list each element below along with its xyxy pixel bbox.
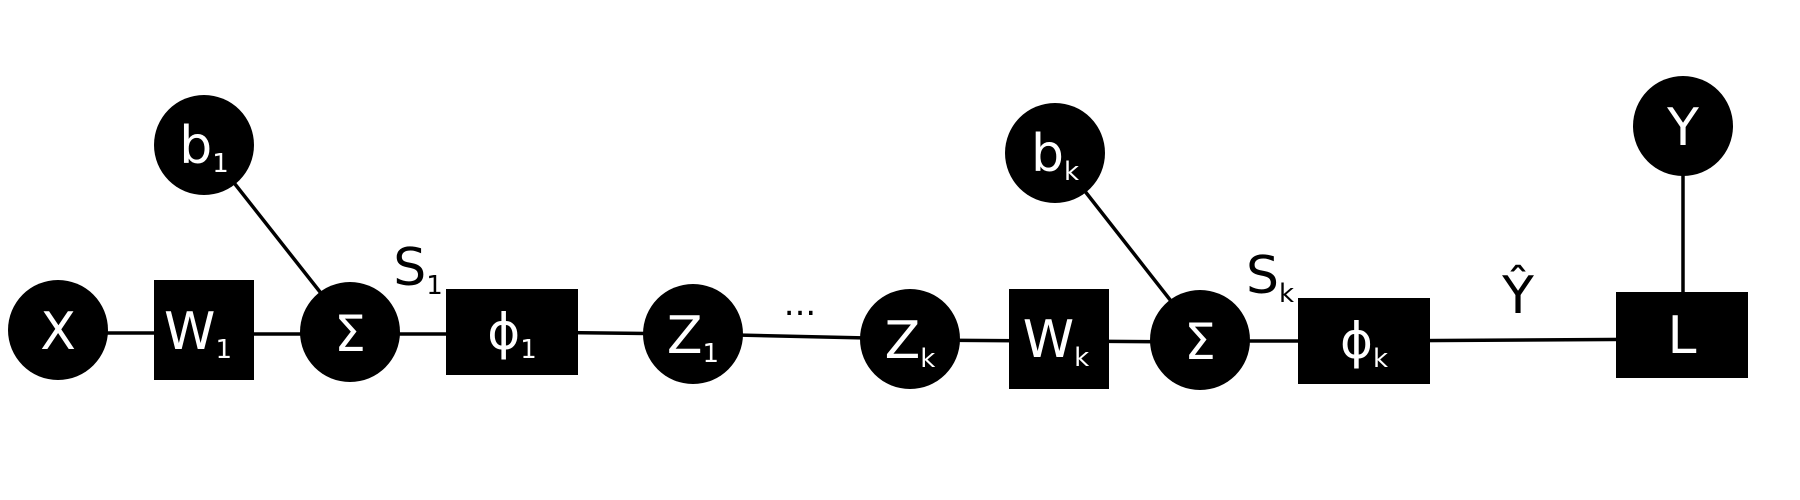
node-loss-shape	[1616, 292, 1748, 378]
node-wk-shape	[1009, 289, 1109, 389]
node-phik: ϕk	[1298, 298, 1430, 384]
edge-label-s1: S1	[393, 238, 443, 301]
node-sum1-label: Σ	[334, 305, 366, 363]
node-y: Y	[1633, 76, 1733, 176]
node-w1-main: W	[164, 302, 215, 362]
node-bk-shape	[1005, 103, 1105, 203]
node-w1-shape	[154, 280, 254, 380]
node-b1-sub: 1	[212, 149, 229, 179]
node-sumk: Σ	[1150, 290, 1250, 390]
node-sum1: Σ	[300, 282, 400, 382]
node-b1-main: b	[179, 116, 212, 176]
node-wk-label: Wk	[1023, 310, 1089, 373]
node-zk-label: Zk	[885, 311, 936, 374]
node-sumk-label: Σ	[1184, 313, 1216, 371]
node-w1-label: W1	[164, 302, 232, 365]
node-phi1: ϕ1	[446, 289, 578, 375]
node-wk: Wk	[1009, 289, 1109, 389]
node-phik-label: ϕk	[1340, 312, 1388, 374]
node-loss: L	[1616, 292, 1748, 378]
node-zk: Zk	[860, 289, 960, 389]
node-w1: W1	[154, 280, 254, 380]
node-bk-sub: k	[1064, 157, 1079, 187]
node-phi1-label: ϕ1	[487, 303, 537, 365]
node-z1-shape	[643, 284, 743, 384]
edge-label-yhat: Ŷ	[1501, 265, 1534, 326]
edge-label-sk-sub: k	[1279, 279, 1294, 309]
node-b1: b1	[154, 95, 254, 195]
node-x-label: X	[40, 302, 76, 362]
node-wk-main: W	[1023, 310, 1074, 370]
node-b1-shape	[154, 95, 254, 195]
node-sumk-shape	[1150, 290, 1250, 390]
node-wk-sub: k	[1074, 343, 1089, 373]
edge-label-s1-main: S	[393, 238, 426, 298]
node-z1-sub: 1	[703, 339, 720, 369]
node-x-shape	[8, 280, 108, 380]
node-phik-sub: k	[1373, 344, 1388, 374]
node-y-shape	[1633, 76, 1733, 176]
node-bk-main: b	[1031, 124, 1064, 184]
edge-label-sk: Sk	[1246, 246, 1294, 309]
node-zk-shape	[860, 289, 960, 389]
node-phi1-main: ϕ	[487, 303, 520, 361]
edge-label-s1-sub: 1	[426, 271, 443, 301]
node-sum1-shape	[300, 282, 400, 382]
node-phik-main: ϕ	[1340, 312, 1373, 370]
node-bk: bk	[1005, 103, 1105, 203]
edge-label-sk-main: S	[1246, 246, 1279, 306]
node-zk-main: Z	[885, 311, 921, 371]
node-z1-main: Z	[667, 306, 703, 366]
node-phi1-sub: 1	[520, 335, 537, 365]
ellipsis-label: ...	[784, 284, 816, 324]
node-zk-sub: k	[920, 344, 935, 374]
node-x: X	[8, 280, 108, 380]
node-y-label: Y	[1666, 98, 1699, 158]
node-phi1-shape	[446, 289, 578, 375]
node-phik-shape	[1298, 298, 1430, 384]
node-z1-label: Z1	[667, 306, 719, 369]
node-w1-sub: 1	[215, 335, 232, 365]
node-bk-label: bk	[1031, 124, 1079, 187]
node-loss-label: L	[1668, 306, 1697, 366]
node-z1: Z1	[643, 284, 743, 384]
node-b1-label: b1	[179, 116, 229, 179]
